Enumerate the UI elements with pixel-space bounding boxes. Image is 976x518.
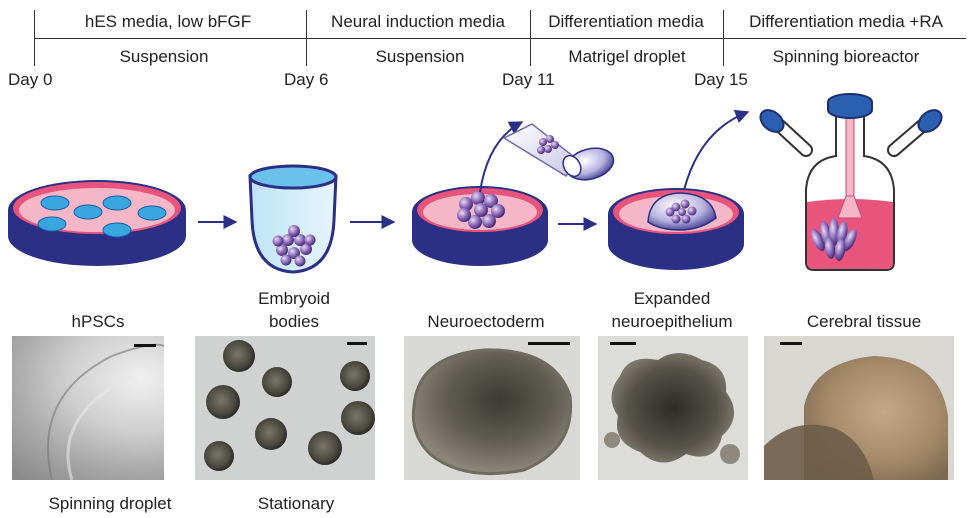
stage-label-cerebral: Cerebral tissue — [806, 312, 922, 331]
media-label-2: Neural induction media — [331, 12, 505, 31]
matrigel-droplet — [502, 123, 615, 181]
condition-label-2: Suspension — [375, 47, 465, 66]
day-label-15: Day 15 — [694, 70, 748, 89]
scale-bar — [347, 342, 367, 345]
condition-label-4: Spinning bioreactor — [772, 47, 920, 66]
scale-bar — [610, 342, 636, 345]
hpscs-texture — [47, 343, 164, 480]
day-label-11: Day 11 — [502, 70, 555, 89]
micrograph-hpscs — [12, 336, 164, 480]
arrow-to-bioreactor — [683, 109, 750, 191]
stage-label-eb-line2: bodies — [268, 312, 320, 331]
dish-expanded — [608, 188, 744, 270]
stage-label-eb-line1: Embryoid — [258, 289, 330, 308]
arrow-to-droplet — [479, 121, 524, 193]
day-label-6: Day 6 — [284, 70, 329, 89]
micrograph-embryoid-bodies — [195, 336, 375, 480]
micrograph-cerebral-tissue — [764, 336, 954, 480]
stage-label-hpscs: hPSCs — [71, 312, 125, 331]
timeline-tick-day6 — [306, 10, 307, 66]
scale-bar — [134, 344, 156, 347]
scale-bar — [528, 342, 570, 345]
neuroectoderm-tissue — [411, 348, 573, 476]
micrograph-neuroectoderm — [404, 336, 580, 480]
condition-label-3: Matrigel droplet — [568, 47, 686, 66]
timeline-tick-day11 — [530, 10, 531, 66]
scale-bar — [780, 342, 802, 345]
cerebral-tissue — [764, 356, 948, 480]
media-label-3: Differentiation media — [548, 12, 704, 31]
media-label-4: Differentiation media +RA — [749, 12, 943, 31]
timeline-tick-day15 — [723, 10, 724, 66]
caption-stationary: Stationary — [257, 494, 335, 513]
caption-spinning-droplet: Spinning droplet — [48, 494, 172, 513]
stage-label-expanded-line2: neuroepithelium — [611, 312, 733, 331]
cup-embryoid — [248, 164, 338, 274]
eb-spheres — [204, 340, 375, 471]
media-label-1: hES media, low bFGF — [84, 12, 252, 31]
timeline-tick-day0 — [34, 10, 35, 66]
expanded-tissue — [604, 353, 740, 464]
spinning-bioreactor — [759, 93, 943, 271]
condition-label-1: Suspension — [119, 47, 209, 66]
stage-label-neuroectoderm: Neuroectoderm — [427, 312, 545, 331]
stage-label-expanded-line1: Expanded — [633, 289, 711, 308]
timeline-line — [34, 38, 966, 39]
dish-hpsc — [8, 180, 186, 266]
day-label-0: Day 0 — [8, 70, 53, 89]
micrograph-expanded-neuroepithelium — [598, 336, 748, 480]
dish-neuroectoderm — [412, 186, 548, 266]
